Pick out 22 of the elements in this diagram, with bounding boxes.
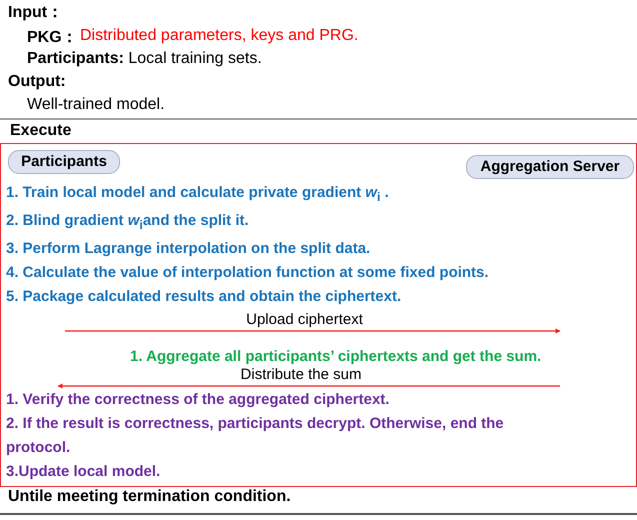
step-text: 4. Calculate the value of interpolation function at some fixed points. — [6, 263, 490, 283]
arrow — [65, 328, 560, 334]
step-text: 5. Package calculated results and obtain the ciphertext. — [6, 287, 402, 307]
input-description: Distributed parameters, keys and PRG. — [80, 27, 358, 45]
step-text: 2. Blind gradient w$_{i}$and the split it. — [6, 211, 250, 234]
section-heading: Execute — [10, 122, 72, 140]
section-heading: Input： — [8, 3, 64, 23]
loop-condition: Untile meeting termination condition. — [8, 488, 291, 506]
role-tag: Aggregation Server — [466, 155, 634, 179]
step-text: 1. Verify the correctness of the aggregated ciphertext. — [6, 390, 390, 410]
role-tag: Participants — [8, 150, 120, 174]
step-text: 2. If the result is correctness, participants decrypt. Otherwise, end the protocol. — [6, 414, 505, 458]
section-heading: Output: — [8, 73, 66, 91]
input-description: Participants: Local training sets. — [27, 50, 262, 68]
step-text: 1. Aggregate all participants’ ciphertexts and get the sum. — [130, 347, 542, 367]
step-text: 1. Train local model and calculate private gradient w$_{i}$ . — [6, 183, 390, 206]
output-description: Well-trained model. — [27, 96, 165, 114]
edge-label: Upload ciphertext — [244, 311, 365, 329]
step-text: 3. Perform Lagrange interpolation on the split data. — [6, 239, 372, 259]
field-label: PKG： — [27, 28, 78, 48]
arrow — [58, 384, 560, 388]
step-text: 3.Update local model. — [6, 462, 162, 482]
